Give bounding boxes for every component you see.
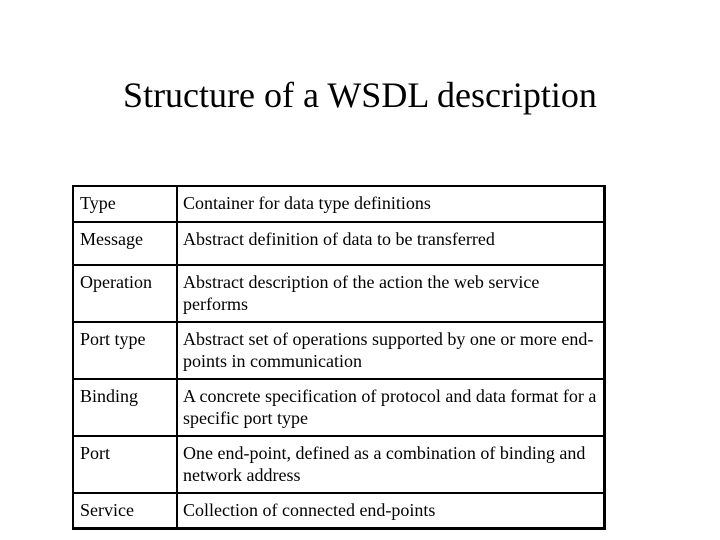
term-cell: Binding [72, 378, 178, 437]
description-cell: A concrete specification of protocol and… [176, 378, 606, 437]
description-cell: One end-point, defined as a combination … [176, 435, 606, 494]
table-row: Operation Abstract description of the ac… [72, 264, 606, 323]
description-cell: Collection of connected end-points [176, 492, 606, 530]
table-row: Service Collection of connected end-poin… [72, 492, 606, 530]
table-row: Message Abstract definition of data to b… [72, 221, 606, 266]
description-cell: Abstract set of operations supported by … [176, 321, 606, 380]
term-cell: Operation [72, 264, 178, 323]
term-cell: Service [72, 492, 178, 530]
description-cell: Abstract description of the action the w… [176, 264, 606, 323]
table-row: Port type Abstract set of operations sup… [72, 321, 606, 380]
table-row: Port One end-point, defined as a combina… [72, 435, 606, 494]
table-row: Type Container for data type definitions [72, 185, 606, 223]
term-cell: Message [72, 221, 178, 266]
table-row: Binding A concrete specification of prot… [72, 378, 606, 437]
description-cell: Abstract definition of data to be transf… [176, 221, 606, 266]
wsdl-structure-table: Type Container for data type definitions… [72, 185, 606, 530]
description-cell: Container for data type definitions [176, 185, 606, 223]
term-cell: Type [72, 185, 178, 223]
slide-title: Structure of a WSDL description [123, 75, 597, 115]
term-cell: Port [72, 435, 178, 494]
term-cell: Port type [72, 321, 178, 380]
